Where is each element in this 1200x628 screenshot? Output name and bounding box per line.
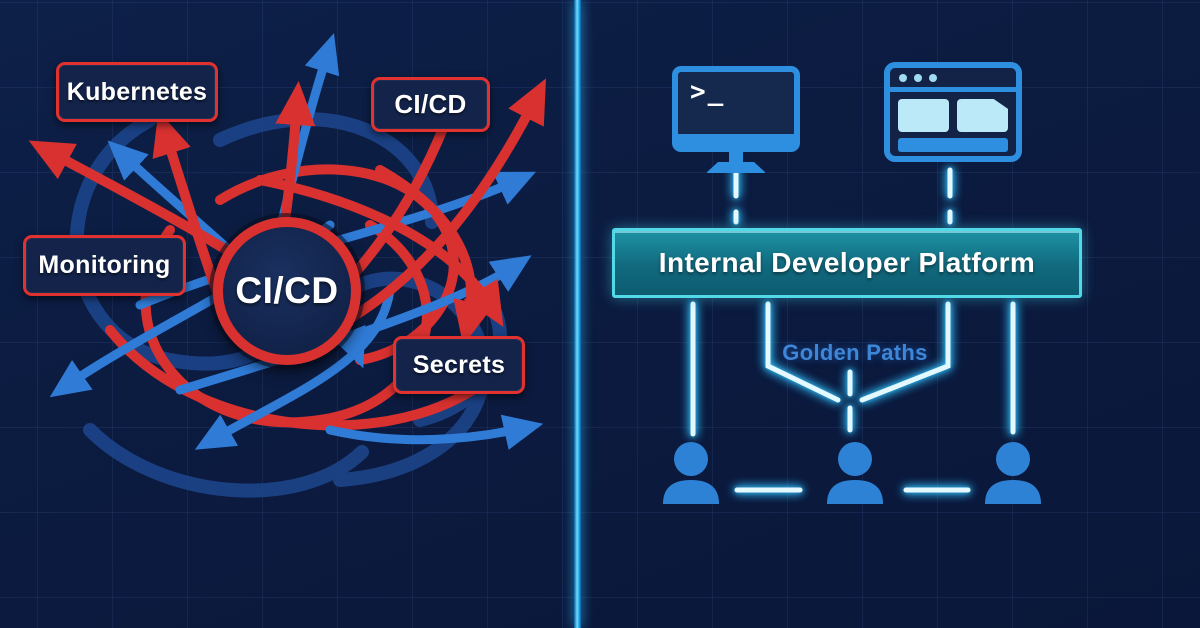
funnel-left-line <box>765 301 841 403</box>
terminal-stand-foot <box>706 162 766 173</box>
tangle-strand <box>83 423 369 498</box>
terminal-icon: >_ <box>672 66 800 152</box>
terminal-prompt-glyph: >_ <box>690 77 726 107</box>
browser-titlebar <box>890 68 1016 92</box>
browser-footer-bar <box>898 138 1008 152</box>
tangle-strand <box>213 112 439 229</box>
user-icon <box>985 442 1041 504</box>
label-cicd: CI/CD <box>371 77 490 132</box>
label-monitoring: Monitoring <box>23 235 186 296</box>
center-cicd-text: CI/CD <box>235 270 339 311</box>
panel-divider <box>574 0 581 628</box>
browser-content <box>890 92 1016 152</box>
platform-banner: Internal Developer Platform <box>612 228 1082 298</box>
label-monitoring-text: Monitoring <box>38 251 171 279</box>
golden-paths-label: Golden Paths <box>760 340 950 366</box>
label-cicd-text: CI/CD <box>394 89 467 119</box>
blue-arrow <box>194 285 395 450</box>
user-icon <box>827 442 883 504</box>
browser-panel-left <box>898 99 949 132</box>
golden-paths-text: Golden Paths <box>782 340 928 365</box>
label-secrets: Secrets <box>393 336 525 394</box>
tangle-loop-red <box>105 325 485 431</box>
window-control-dot <box>899 73 907 82</box>
blue-arrow <box>325 414 544 450</box>
browser-panel-right <box>957 99 1008 132</box>
window-control-dot <box>914 73 922 82</box>
funnel-right-line <box>859 301 951 403</box>
label-secrets-text: Secrets <box>412 350 506 379</box>
label-kubernetes-text: Kubernetes <box>66 77 208 106</box>
window-control-dot <box>929 73 937 82</box>
red-arrow <box>255 175 504 327</box>
terminal-stand-neck <box>729 152 743 162</box>
browser-icon <box>884 62 1022 162</box>
platform-banner-text: Internal Developer Platform <box>658 247 1036 278</box>
user-icon <box>663 442 719 504</box>
label-kubernetes: Kubernetes <box>56 62 218 122</box>
center-cicd-node: CI/CD <box>213 217 361 365</box>
